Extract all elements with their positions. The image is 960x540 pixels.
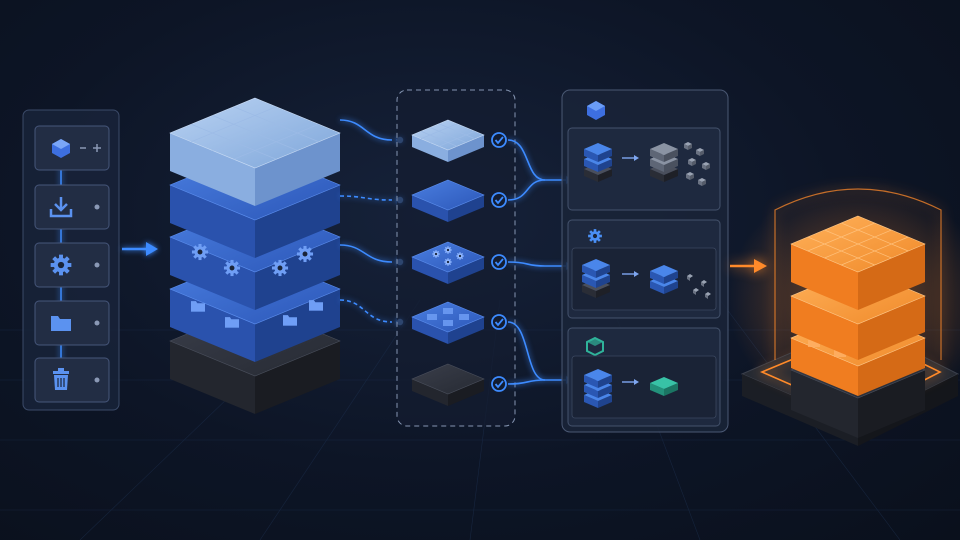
toolbar-button-download[interactable] [35,185,109,229]
result-stack [728,40,960,446]
toolbar-panel [23,110,119,410]
process-panel [562,90,728,432]
gear-icon [51,255,72,276]
toolbar-button-cube[interactable] [35,126,109,170]
dot-indicator [95,378,100,383]
connectors-left [340,120,403,325]
dot-indicator [95,263,100,268]
split-layers-panel [397,90,515,426]
toolbar-button-gear[interactable] [35,243,109,287]
trash-icon [53,368,69,390]
gear-icon [588,229,602,243]
toolbar-button-trash[interactable] [35,358,109,402]
process-section-1 [568,128,720,210]
process-section-2 [568,220,720,318]
dot-indicator [95,321,100,326]
toolbar-button-folder[interactable] [35,301,109,345]
process-section-3 [568,328,720,426]
source-stack [170,98,340,414]
arrow-toolbar-to-stack [122,242,158,256]
dot-indicator [95,205,100,210]
